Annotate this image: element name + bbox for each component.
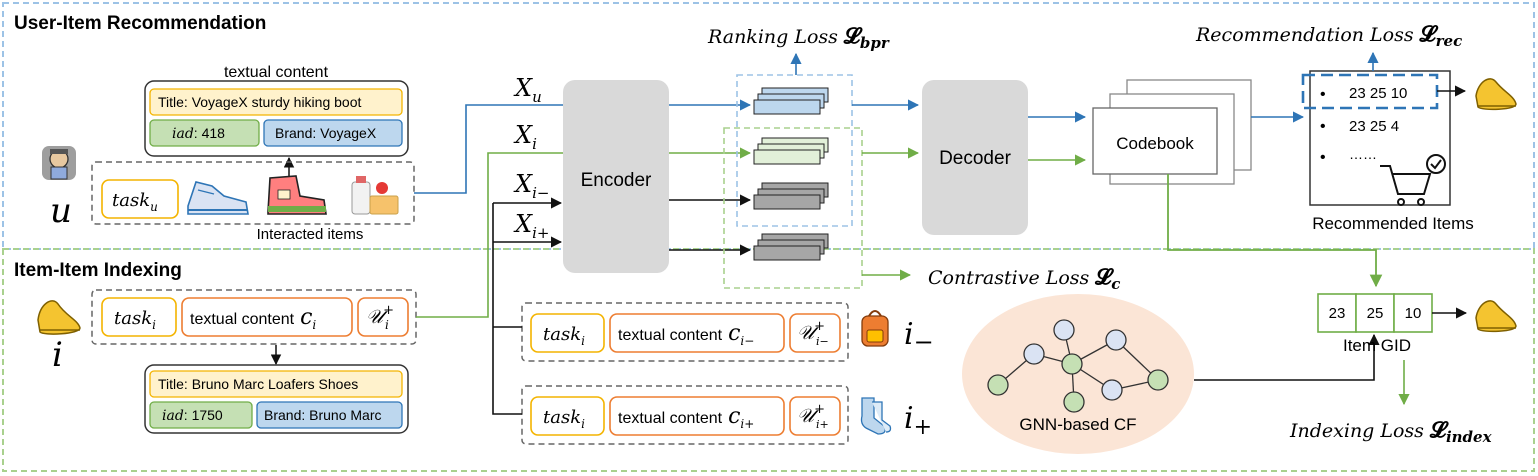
embedding-stack-neg (753, 182, 829, 210)
interacted-items-label: Interacted items (257, 226, 364, 243)
item-user-set-text: 𝒰+i (366, 303, 394, 332)
idx-section-title: Item-Item Indexing (14, 260, 182, 281)
gnn-cf-ellipse (962, 294, 1194, 454)
neg-symbol: i− (904, 317, 934, 356)
item-title-tag-text: Title: Bruno Marc Loafers Shoes (158, 376, 358, 392)
user-task-text: tasku (112, 190, 158, 214)
decoder-label: Decoder (939, 148, 1011, 169)
codebook-sheet-front (1092, 107, 1218, 175)
item-gid-table (1317, 293, 1433, 333)
embedding-stack-pos (753, 233, 829, 261)
gid-cell-1: 23 (1329, 305, 1346, 322)
user-avatar-icon (42, 146, 76, 180)
codebook-label: Codebook (1116, 134, 1194, 153)
item-gid-caption: Item GID (1343, 336, 1411, 355)
pos-task-box (530, 396, 605, 436)
neg-user-set-box (789, 313, 841, 353)
neg-task-text: taski (543, 324, 585, 348)
user-task-box (101, 179, 179, 219)
rec-bullet-3: • (1320, 149, 1326, 166)
user-title-tag (149, 88, 403, 116)
item-brand-tag (256, 401, 403, 429)
item-title-tag (149, 370, 403, 398)
xipos-label: Xi+ (513, 210, 549, 242)
user-textual-content-title: textual content (224, 64, 329, 81)
gid-cell-2: 25 (1367, 305, 1384, 322)
user-title-tag-text: Title: VoyageX sturdy hiking boot (158, 94, 361, 110)
user-to-xu-connector (414, 104, 563, 194)
decoder-block (922, 80, 1028, 235)
neg-task-box (530, 313, 605, 353)
rec-bullet-2: • (1320, 118, 1326, 135)
gnn-to-gid-connector (1194, 333, 1380, 381)
xu-label: Xu (513, 74, 542, 106)
ranking-embedding-frame (736, 74, 853, 227)
user-symbol: u (50, 191, 72, 231)
codebook-to-gid-connector (1167, 174, 1383, 288)
rec-row-3: …… (1349, 146, 1377, 162)
rec-row-2: 23 25 4 (1349, 118, 1399, 135)
user-brand-tag (263, 119, 403, 147)
xi-label: Xi (513, 121, 537, 153)
loafer-gid-icon (1475, 300, 1517, 333)
gid-cell-3: 10 (1405, 305, 1422, 322)
item-textual-content-box (181, 297, 353, 337)
user-iad-tag (149, 119, 260, 147)
user-brand-tag-text: Brand: VoyageX (275, 125, 377, 141)
grocery-icon (351, 176, 399, 215)
item-iad-tag (149, 401, 253, 429)
neg-textual-content-box (609, 313, 785, 353)
backpack-icon (861, 310, 889, 347)
item-to-xi-connector (416, 152, 563, 318)
item-symbol: i (52, 335, 63, 375)
rec-row-1: 23 25 10 (1349, 85, 1407, 102)
embedding-stack-item (753, 137, 829, 165)
neg-user-set-text: 𝒰+i− (797, 319, 829, 348)
shopping-cart-icon (1380, 154, 1446, 206)
pos-user-set-box (789, 396, 841, 436)
pos-task-text: taski (543, 407, 585, 431)
hiking-boot-icon (267, 175, 327, 215)
contrastive-embedding-frame (723, 127, 863, 289)
xineg-label: Xi− (513, 170, 549, 202)
loafer-output-icon (1475, 78, 1517, 111)
pos-textual-content-box (609, 396, 785, 436)
item-iad-tag-text: iad: 1750 (162, 407, 223, 424)
item-task-box (101, 297, 177, 337)
embedding-stack-user (753, 87, 829, 115)
pos-symbol: i+ (904, 401, 932, 440)
item-task-text: taski (114, 308, 156, 332)
sneaker-icon (187, 181, 249, 215)
neg-pos-trunk (492, 203, 522, 415)
loafer-icon (37, 300, 81, 335)
socks-icon (860, 397, 892, 435)
item-brand-tag-text: Brand: Bruno Marc (264, 407, 382, 423)
rec-section-title: User-Item Recommendation (14, 13, 266, 34)
item-user-set-box (357, 297, 409, 337)
rec-bullet-1: • (1320, 86, 1326, 103)
recommended-items-caption: Recommended Items (1312, 214, 1474, 233)
pos-user-set-text: 𝒰+i+ (797, 402, 829, 431)
encoder-label: Encoder (581, 170, 652, 191)
encoder-block (563, 80, 669, 273)
gnn-graph (987, 319, 1169, 413)
user-iad-tag-text: iad: 418 (172, 125, 225, 142)
gnn-cf-label: GNN-based CF (1019, 415, 1136, 434)
